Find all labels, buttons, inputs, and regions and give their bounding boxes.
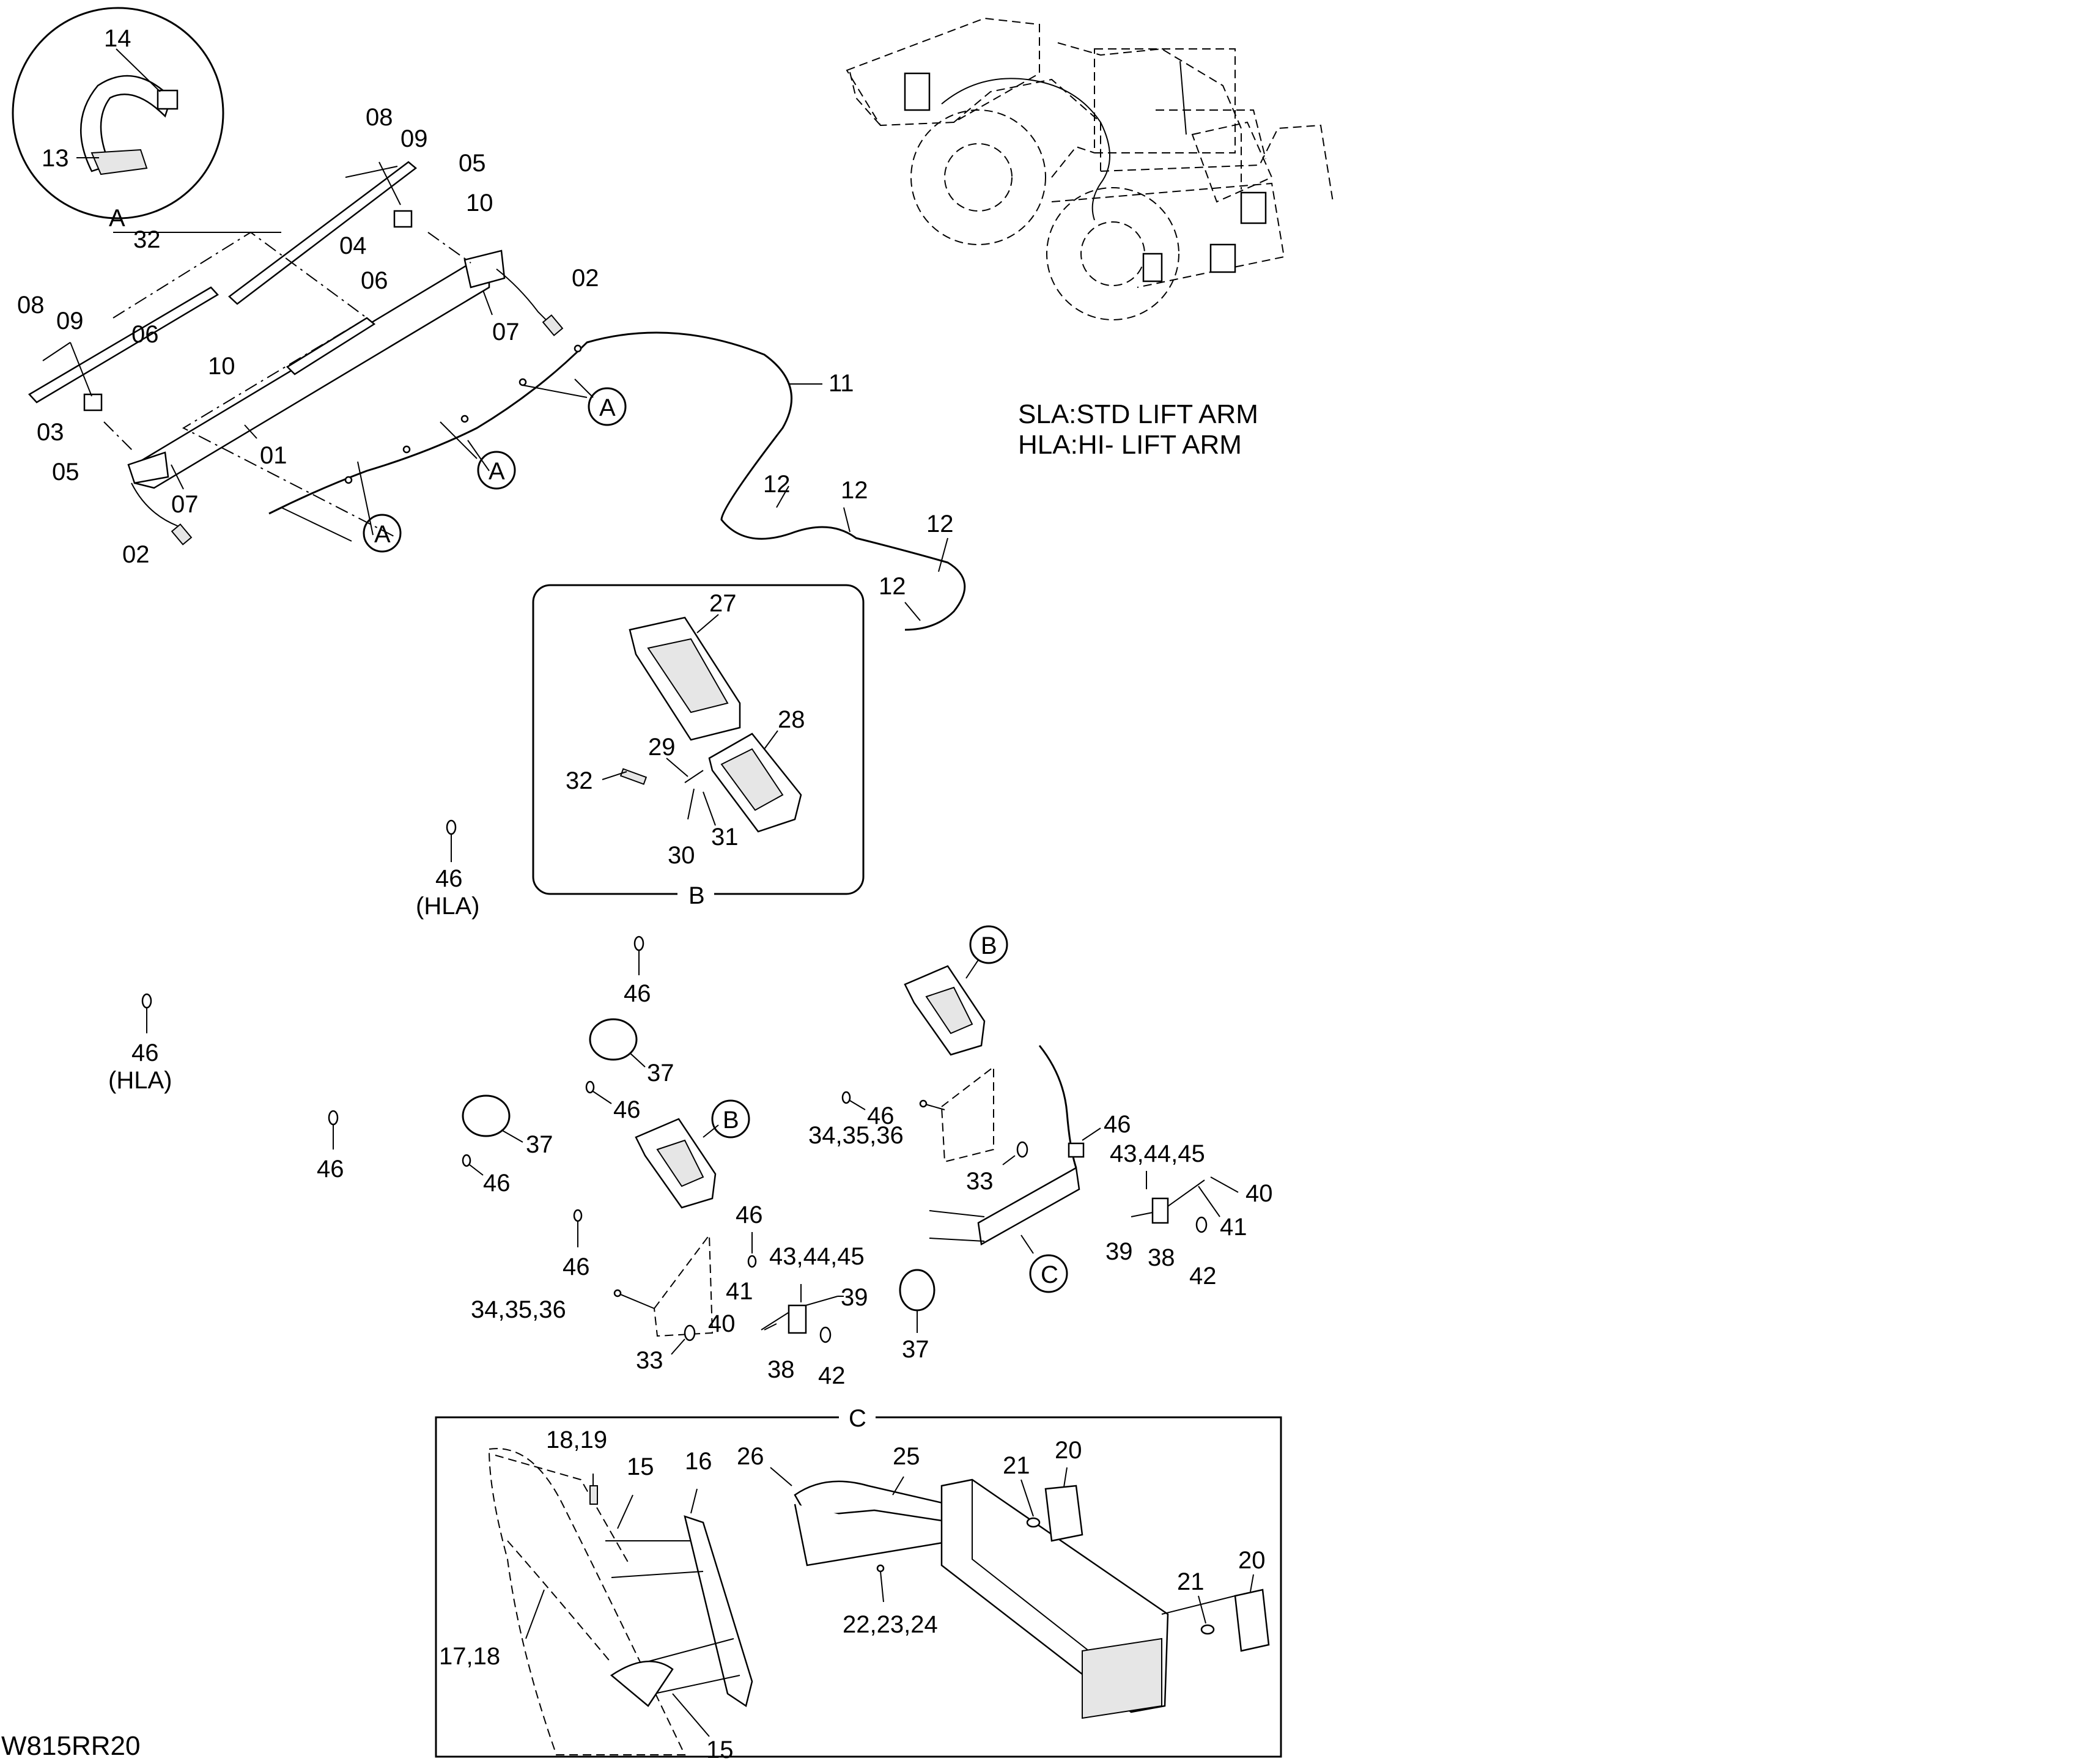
callout-20-right: 20 xyxy=(1238,1547,1266,1574)
detail-c-label: C xyxy=(849,1405,866,1432)
callout-32-b: 32 xyxy=(566,767,593,794)
callout-37-c: 37 xyxy=(902,1336,929,1363)
detail-a-label: A xyxy=(109,205,125,232)
ref-a-1: A xyxy=(599,394,616,421)
callout-46-near-37: 46 xyxy=(613,1096,641,1123)
callout-41-right: 41 xyxy=(1220,1214,1247,1241)
callout-46-hla-top-note: (HLA) xyxy=(416,893,479,920)
callout-08-left: 08 xyxy=(17,292,45,319)
callout-10-top: 10 xyxy=(466,190,493,216)
callout-12-b: 12 xyxy=(841,477,868,504)
callout-15-bottom: 15 xyxy=(706,1736,734,1763)
callout-06-top: 06 xyxy=(361,267,388,294)
callout-46-lower-mid: 46 xyxy=(563,1253,590,1280)
ref-a-3: A xyxy=(374,521,391,548)
callout-04: 04 xyxy=(339,232,367,259)
callout-46-lower-left: 46 xyxy=(317,1156,344,1183)
drawing-code: W815RR20 xyxy=(1,1731,140,1761)
callout-43-45-right: 43,44,45 xyxy=(1110,1140,1205,1167)
callout-46-hla-bottom-note: (HLA) xyxy=(108,1067,172,1094)
callout-08-top: 08 xyxy=(366,104,393,131)
callout-14: 14 xyxy=(104,25,131,52)
rear-light-bar-assembly: 08 09 05 10 04 06 02 07 32 08 09 06 10 0… xyxy=(17,104,599,568)
callout-09-left: 09 xyxy=(56,308,84,334)
callout-33-left: 33 xyxy=(636,1347,663,1374)
wiring-harness: A A A 11 12 12 12 12 xyxy=(268,331,966,631)
callout-18-19: 18,19 xyxy=(546,1426,607,1453)
callout-29: 29 xyxy=(648,734,676,761)
callout-01: 01 xyxy=(260,442,287,469)
callout-02-top: 02 xyxy=(572,265,599,292)
detail-a-circle: 14 13 A xyxy=(12,7,224,232)
detail-c-box: C 18,19 15 16 17,18 15 26 25 xyxy=(435,1405,1282,1763)
callout-46-mid-left: 46 xyxy=(483,1170,511,1197)
callout-32-bar: 32 xyxy=(133,226,161,253)
callout-30: 30 xyxy=(668,842,695,869)
callout-02-left: 02 xyxy=(122,541,150,568)
ref-b-2: B xyxy=(981,932,997,959)
wheel-loader-illustration xyxy=(846,17,1334,320)
callout-17-18: 17,18 xyxy=(439,1643,500,1670)
callout-41-left: 41 xyxy=(726,1278,753,1305)
callout-43-45-left: 43,44,45 xyxy=(769,1243,865,1270)
callout-28: 28 xyxy=(778,706,805,733)
callout-42-left: 42 xyxy=(818,1362,846,1389)
detail-b-box: B 27 28 32 29 30 31 xyxy=(532,584,865,909)
callout-39-right: 39 xyxy=(1105,1238,1133,1265)
callout-38-right: 38 xyxy=(1148,1244,1175,1271)
ref-b-1: B xyxy=(723,1107,739,1134)
callout-06-left: 06 xyxy=(131,321,159,348)
callout-12-c: 12 xyxy=(926,511,954,537)
callout-16: 16 xyxy=(685,1448,712,1475)
callout-27: 27 xyxy=(709,590,737,617)
callout-42-right: 42 xyxy=(1189,1263,1217,1290)
callout-34-36-right: 34,35,36 xyxy=(808,1122,904,1149)
legend-sla: SLA:STD LIFT ARM xyxy=(1018,399,1258,429)
legend-hla: HLA:HI- LIFT ARM xyxy=(1018,430,1242,460)
callout-10-left: 10 xyxy=(208,353,235,380)
callout-12-d: 12 xyxy=(879,573,906,600)
callout-46-hla-top: 46 xyxy=(435,865,463,892)
callout-11: 11 xyxy=(828,370,854,397)
callout-26: 26 xyxy=(737,1443,764,1470)
callout-09-top: 09 xyxy=(400,125,428,152)
callout-46-bracket: 46 xyxy=(736,1201,763,1228)
ref-c-1: C xyxy=(1041,1261,1058,1288)
detail-b-label: B xyxy=(688,882,705,909)
callout-37-a: 37 xyxy=(647,1060,674,1087)
callout-39-left: 39 xyxy=(841,1284,868,1311)
callout-34-36-left: 34,35,36 xyxy=(471,1296,566,1323)
callout-15-top: 15 xyxy=(627,1453,654,1480)
lamp-mounting-parts: 46 (HLA) 46 46 (HLA) 46 37 37 46 46 46 xyxy=(108,819,1273,1389)
callout-21-right: 21 xyxy=(1177,1568,1205,1595)
callout-07-left: 07 xyxy=(171,491,199,518)
callout-20-top: 20 xyxy=(1055,1437,1082,1464)
callout-12-a: 12 xyxy=(763,471,791,498)
callout-46-center: 46 xyxy=(624,980,651,1007)
callout-03: 03 xyxy=(37,419,64,446)
callout-31: 31 xyxy=(711,824,739,851)
callout-40-right: 40 xyxy=(1245,1180,1273,1207)
callout-40-left: 40 xyxy=(708,1310,736,1337)
callout-37-b: 37 xyxy=(526,1131,553,1158)
callout-13: 13 xyxy=(42,145,69,172)
callout-38-left: 38 xyxy=(767,1356,795,1383)
callout-25: 25 xyxy=(893,1443,920,1470)
callout-21-top: 21 xyxy=(1003,1452,1030,1479)
callout-05-left: 05 xyxy=(52,459,79,485)
callout-22-24: 22,23,24 xyxy=(843,1611,938,1638)
callout-46-bar: 46 xyxy=(1104,1111,1131,1138)
callout-07-top: 07 xyxy=(492,319,520,345)
callout-46-hla-bottom: 46 xyxy=(131,1039,159,1066)
callout-33-right: 33 xyxy=(966,1168,994,1195)
callout-46-right: 46 xyxy=(867,1102,895,1129)
callout-05-top: 05 xyxy=(459,150,486,177)
ref-a-2: A xyxy=(489,458,505,485)
